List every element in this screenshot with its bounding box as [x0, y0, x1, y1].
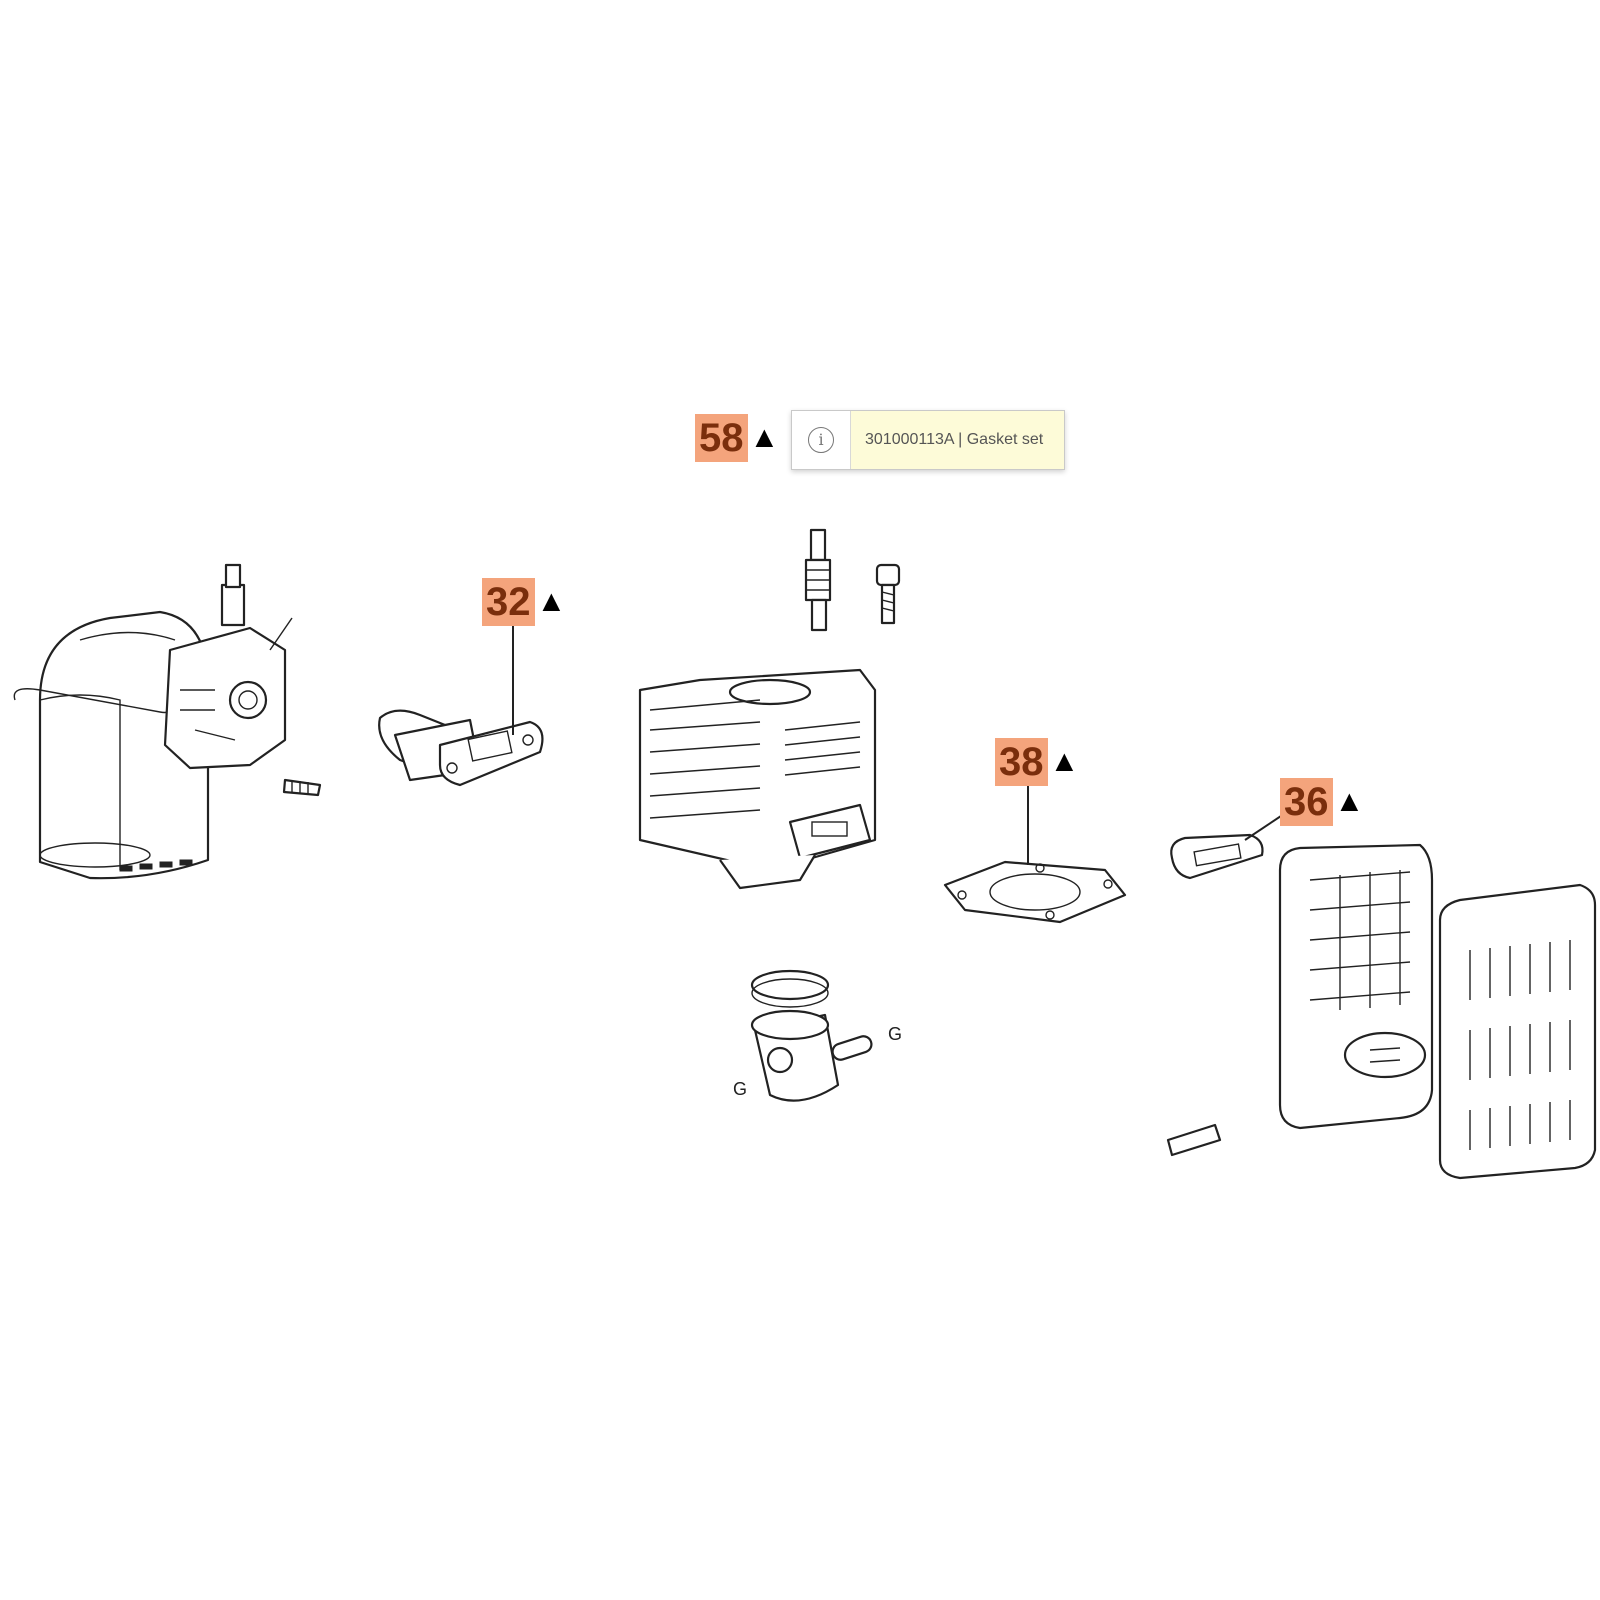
intake-flange-and-gasket: [378, 709, 544, 787]
callout-36[interactable]: 36 ▲: [1280, 778, 1364, 826]
tooltip-text: 301000113A | Gasket set: [851, 411, 1064, 469]
cylinder-screw: [875, 563, 901, 625]
muffler: [1166, 843, 1597, 1180]
svg-text:G: G: [888, 1024, 902, 1044]
exhaust-gasket: [1170, 833, 1264, 880]
callout-38-number[interactable]: 38: [995, 738, 1048, 786]
triangle-marker-icon: ▲: [749, 421, 780, 454]
cylinder-gasket: [943, 860, 1127, 924]
callout-38[interactable]: 38 ▲: [995, 738, 1079, 786]
tooltip-icon-cell: i: [792, 411, 851, 469]
triangle-marker-icon: ▲: [1334, 785, 1365, 818]
svg-text:G: G: [733, 1079, 747, 1099]
callout-32[interactable]: 32 ▲: [482, 578, 566, 626]
info-icon: i: [808, 427, 834, 453]
part-tooltip: i 301000113A | Gasket set: [791, 410, 1065, 470]
spark-plug: [804, 528, 832, 632]
callout-36-number[interactable]: 36: [1280, 778, 1333, 826]
cylinder: [638, 668, 877, 890]
callout-58-number[interactable]: 58: [695, 414, 748, 462]
triangle-marker-icon: ▲: [536, 585, 567, 618]
triangle-marker-icon: ▲: [1049, 745, 1080, 778]
callout-32-number[interactable]: 32: [482, 578, 535, 626]
callout-58[interactable]: 58 ▲: [695, 414, 779, 462]
air-filter-carburetor-assembly: [13, 563, 322, 880]
piston-assembly: G G: [733, 969, 902, 1102]
